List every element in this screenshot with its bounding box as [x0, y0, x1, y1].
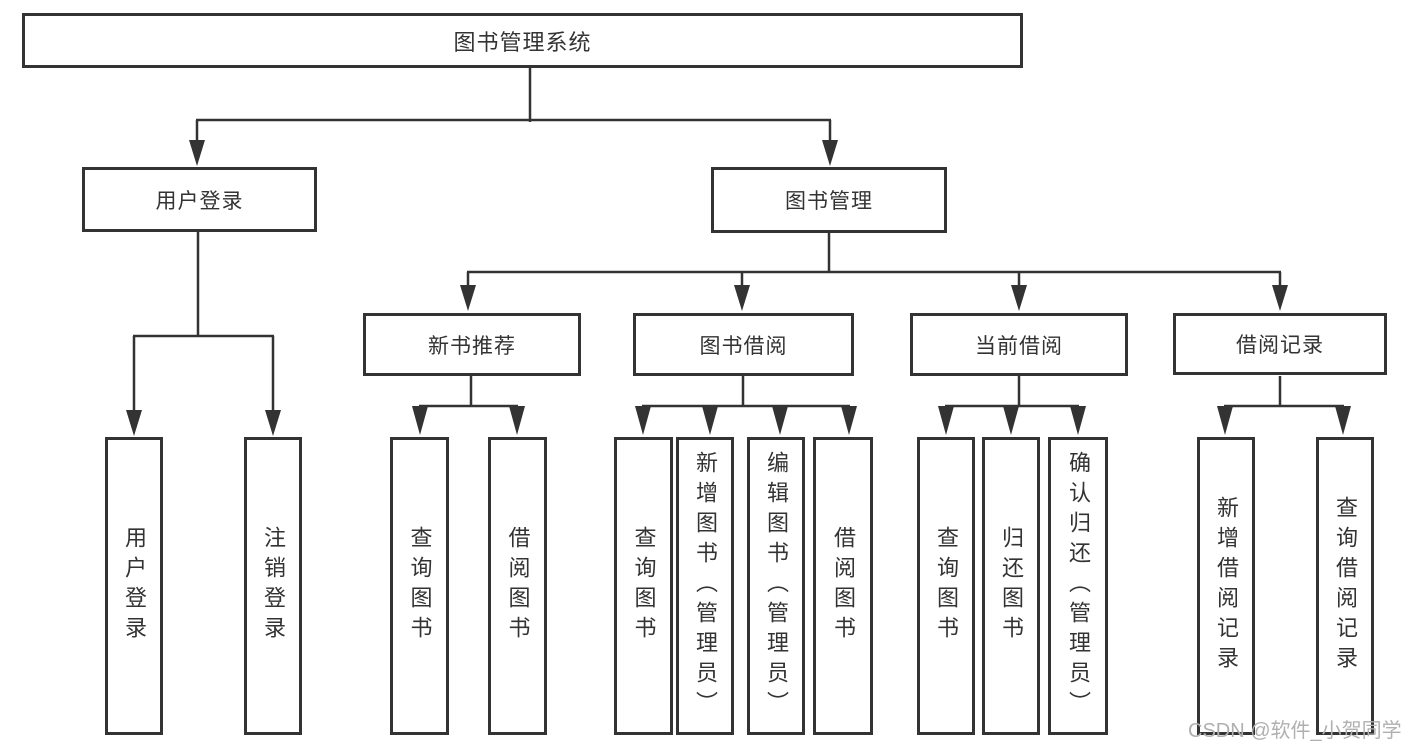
arrow-down-icon — [702, 406, 718, 435]
leaf-edit-book-admin: 编辑图书（管理员） — [747, 437, 805, 735]
arrow-down-icon — [938, 406, 954, 435]
arrow-down-icon — [841, 406, 857, 435]
arrow-down-icon — [1003, 406, 1019, 435]
leaf-logout: 注销登录 — [244, 437, 302, 735]
arrow-down-icon — [189, 140, 205, 166]
arrowheads — [126, 140, 1351, 436]
leaf-query-books-borrow: 查询图书 — [614, 437, 673, 735]
leaf-return-book: 归还图书 — [982, 437, 1040, 735]
arrow-down-icon — [772, 406, 788, 435]
arrow-down-icon — [734, 285, 750, 311]
node-book-management: 图书管理 — [711, 167, 947, 233]
arrow-down-icon — [1335, 406, 1351, 435]
csdn-watermark: CSDN @软件_小贺同学 — [1188, 720, 1402, 742]
leaf-add-borrow-record: 新增借阅记录 — [1197, 437, 1255, 735]
arrow-down-icon — [1011, 285, 1027, 311]
arrow-down-icon — [1217, 406, 1233, 435]
leaf-query-books-recommend: 查询图书 — [390, 437, 449, 735]
leaf-borrow-books: 借阅图书 — [813, 437, 873, 735]
node-user-login: 用户登录 — [82, 167, 317, 232]
node-new-book-recommend: 新书推荐 — [363, 313, 581, 376]
leaf-query-borrow-record: 查询借阅记录 — [1316, 437, 1374, 735]
arrow-down-icon — [1070, 406, 1086, 435]
node-book-borrow: 图书借阅 — [633, 313, 854, 376]
arrow-down-icon — [126, 410, 142, 436]
arrow-down-icon — [265, 410, 281, 436]
leaf-confirm-return-admin: 确认归还（管理员） — [1048, 437, 1108, 735]
arrow-down-icon — [822, 140, 838, 166]
arrow-down-icon — [635, 406, 651, 435]
arrow-down-icon — [1272, 285, 1288, 311]
node-current-borrow: 当前借阅 — [910, 313, 1128, 376]
arrow-down-icon — [460, 285, 476, 311]
leaf-borrow-books-recommend: 借阅图书 — [488, 437, 547, 735]
arrow-down-icon — [412, 406, 428, 435]
arrow-down-icon — [509, 406, 525, 435]
node-borrow-records: 借阅记录 — [1173, 313, 1387, 375]
node-root: 图书管理系统 — [22, 13, 1023, 68]
leaf-query-books-current: 查询图书 — [917, 437, 975, 735]
leaf-user-login: 用户登录 — [105, 437, 163, 735]
leaf-add-book-admin: 新增图书（管理员） — [676, 437, 734, 735]
